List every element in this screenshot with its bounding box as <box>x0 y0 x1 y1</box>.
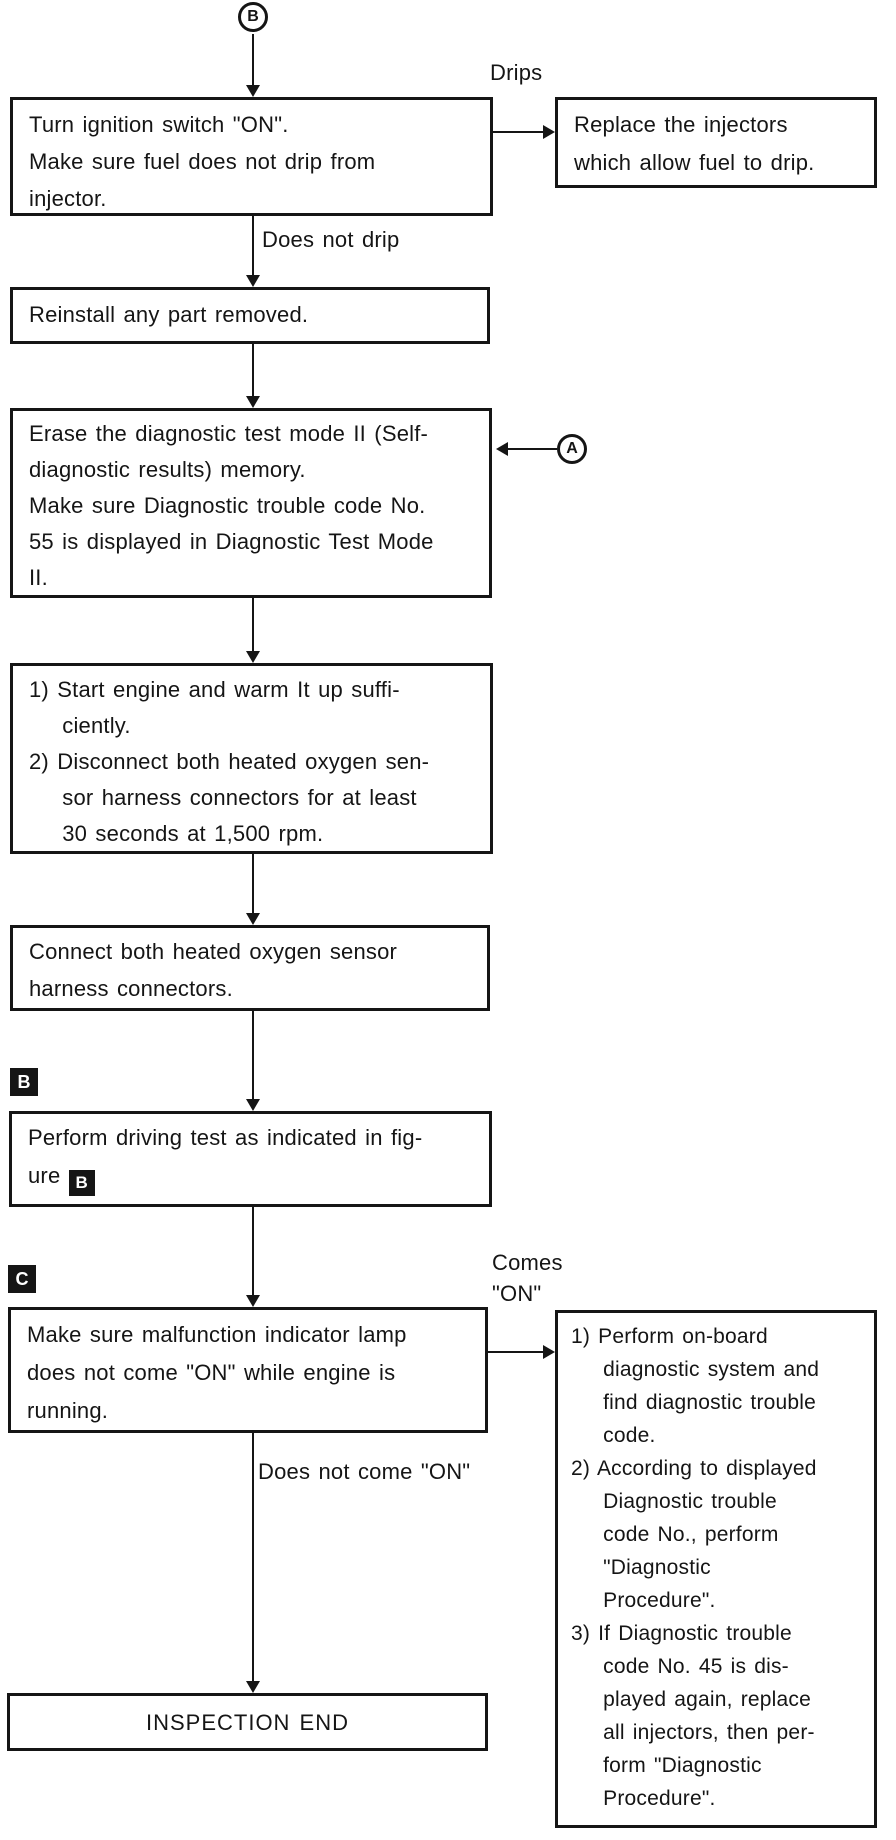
step-turn-ignition: Turn ignition switch "ON". Make sure fue… <box>10 97 493 216</box>
branch-label-does-not-drip: Does not drip <box>262 227 400 252</box>
connector-line <box>252 344 254 397</box>
step-reinstall-parts: Reinstall any part removed. <box>10 287 490 344</box>
connector-line <box>252 598 254 651</box>
arrowhead-down-icon <box>246 396 260 408</box>
step-mil-check: Make sure malfunction indicator lamp doe… <box>8 1307 488 1433</box>
action-onboard-diagnosis: 1) Perform on-board diagnostic system an… <box>555 1310 877 1828</box>
connector-line <box>508 448 557 450</box>
connector-line <box>488 1351 544 1353</box>
arrowhead-right-icon <box>543 1345 555 1359</box>
arrowhead-down-icon <box>246 1295 260 1307</box>
connector-circle-b: B <box>238 2 268 32</box>
arrowhead-down-icon <box>246 85 260 97</box>
arrowhead-right-icon <box>543 125 555 139</box>
connector-line <box>252 1011 254 1099</box>
branch-label-drips: Drips <box>490 60 543 85</box>
arrowhead-down-icon <box>246 275 260 287</box>
figure-badge-c: C <box>8 1265 36 1293</box>
action-replace-injectors: Replace the injectors which allow fuel t… <box>555 97 877 188</box>
connector-line <box>252 1433 254 1682</box>
arrowhead-down-icon <box>246 913 260 925</box>
connector-line <box>252 854 254 914</box>
step-driving-test-line1: Perform driving test as indicated in fig… <box>28 1125 423 1150</box>
step-driving-test-line2: ure <box>28 1163 69 1188</box>
step-driving-test: Perform driving test as indicated in fig… <box>9 1111 492 1207</box>
connector-line <box>252 1207 254 1296</box>
arrowhead-down-icon <box>246 1681 260 1693</box>
connector-line <box>252 216 254 276</box>
connector-line <box>493 131 544 133</box>
step-erase-memory: Erase the diagnostic test mode II (Self-… <box>10 408 492 598</box>
step-start-engine: 1) Start engine and warm It up suffi- ci… <box>10 663 493 854</box>
arrowhead-left-icon <box>496 442 508 456</box>
branch-label-comes-on: Comes "ON" <box>492 1250 563 1306</box>
figure-badge-b-inline: B <box>68 1170 95 1196</box>
terminal-inspection-end: INSPECTION END <box>7 1693 488 1751</box>
arrowhead-down-icon <box>246 1099 260 1111</box>
arrowhead-down-icon <box>246 651 260 663</box>
branch-label-does-not-come-on: Does not come "ON" <box>258 1459 471 1484</box>
connector-line <box>252 34 254 86</box>
figure-badge-b: B <box>10 1068 38 1096</box>
step-connect-sensors: Connect both heated oxygen sensor harnes… <box>10 925 490 1011</box>
connector-circle-a: A <box>557 434 587 464</box>
